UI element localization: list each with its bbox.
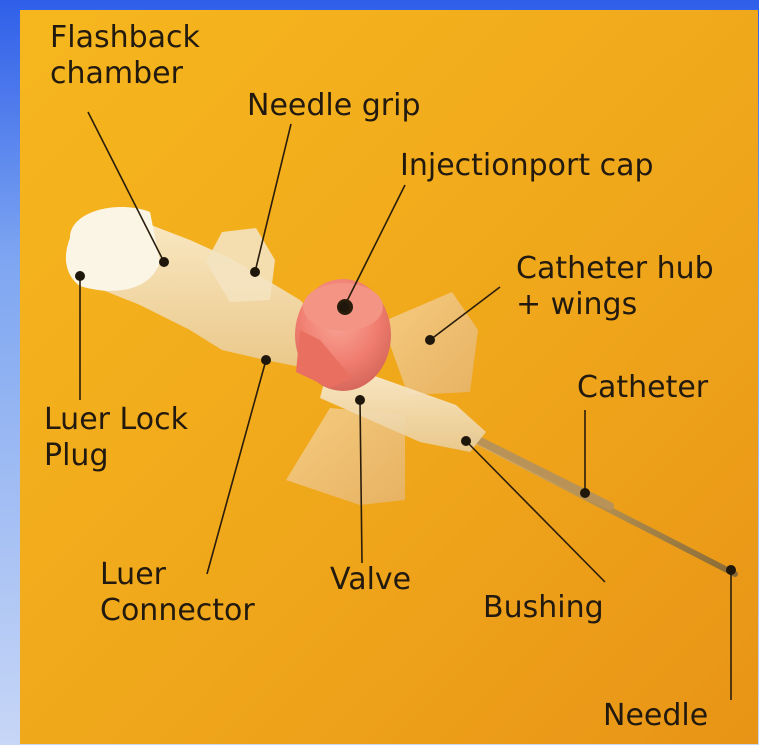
label-catheter-hub-line1: Catheter hub	[516, 251, 714, 287]
label-needle-grip: Needle grip	[247, 88, 420, 124]
label-luer-lock-line1: Luer Lock	[44, 402, 188, 438]
label-catheter-hub-wings: Catheter hub + wings	[516, 251, 714, 323]
label-valve: Valve	[330, 562, 411, 598]
label-bushing: Bushing	[483, 590, 604, 626]
label-luer-lock-plug: Luer Lock Plug	[44, 402, 188, 474]
label-flashback-chamber: Flashback chamber	[50, 20, 200, 92]
label-luer-connector-line2: Connector	[100, 593, 255, 629]
label-luer-lock-line2: Plug	[44, 438, 188, 474]
label-catheter-hub-line2: + wings	[516, 287, 714, 323]
label-luer-connector-line1: Luer	[100, 557, 255, 593]
label-injection-port-cap: Injectionport cap	[400, 148, 654, 184]
label-flashback-line2: chamber	[50, 56, 200, 92]
label-needle: Needle	[603, 698, 708, 734]
label-catheter: Catheter	[577, 370, 708, 406]
label-luer-connector: Luer Connector	[100, 557, 255, 629]
label-flashback-line1: Flashback	[50, 20, 200, 56]
